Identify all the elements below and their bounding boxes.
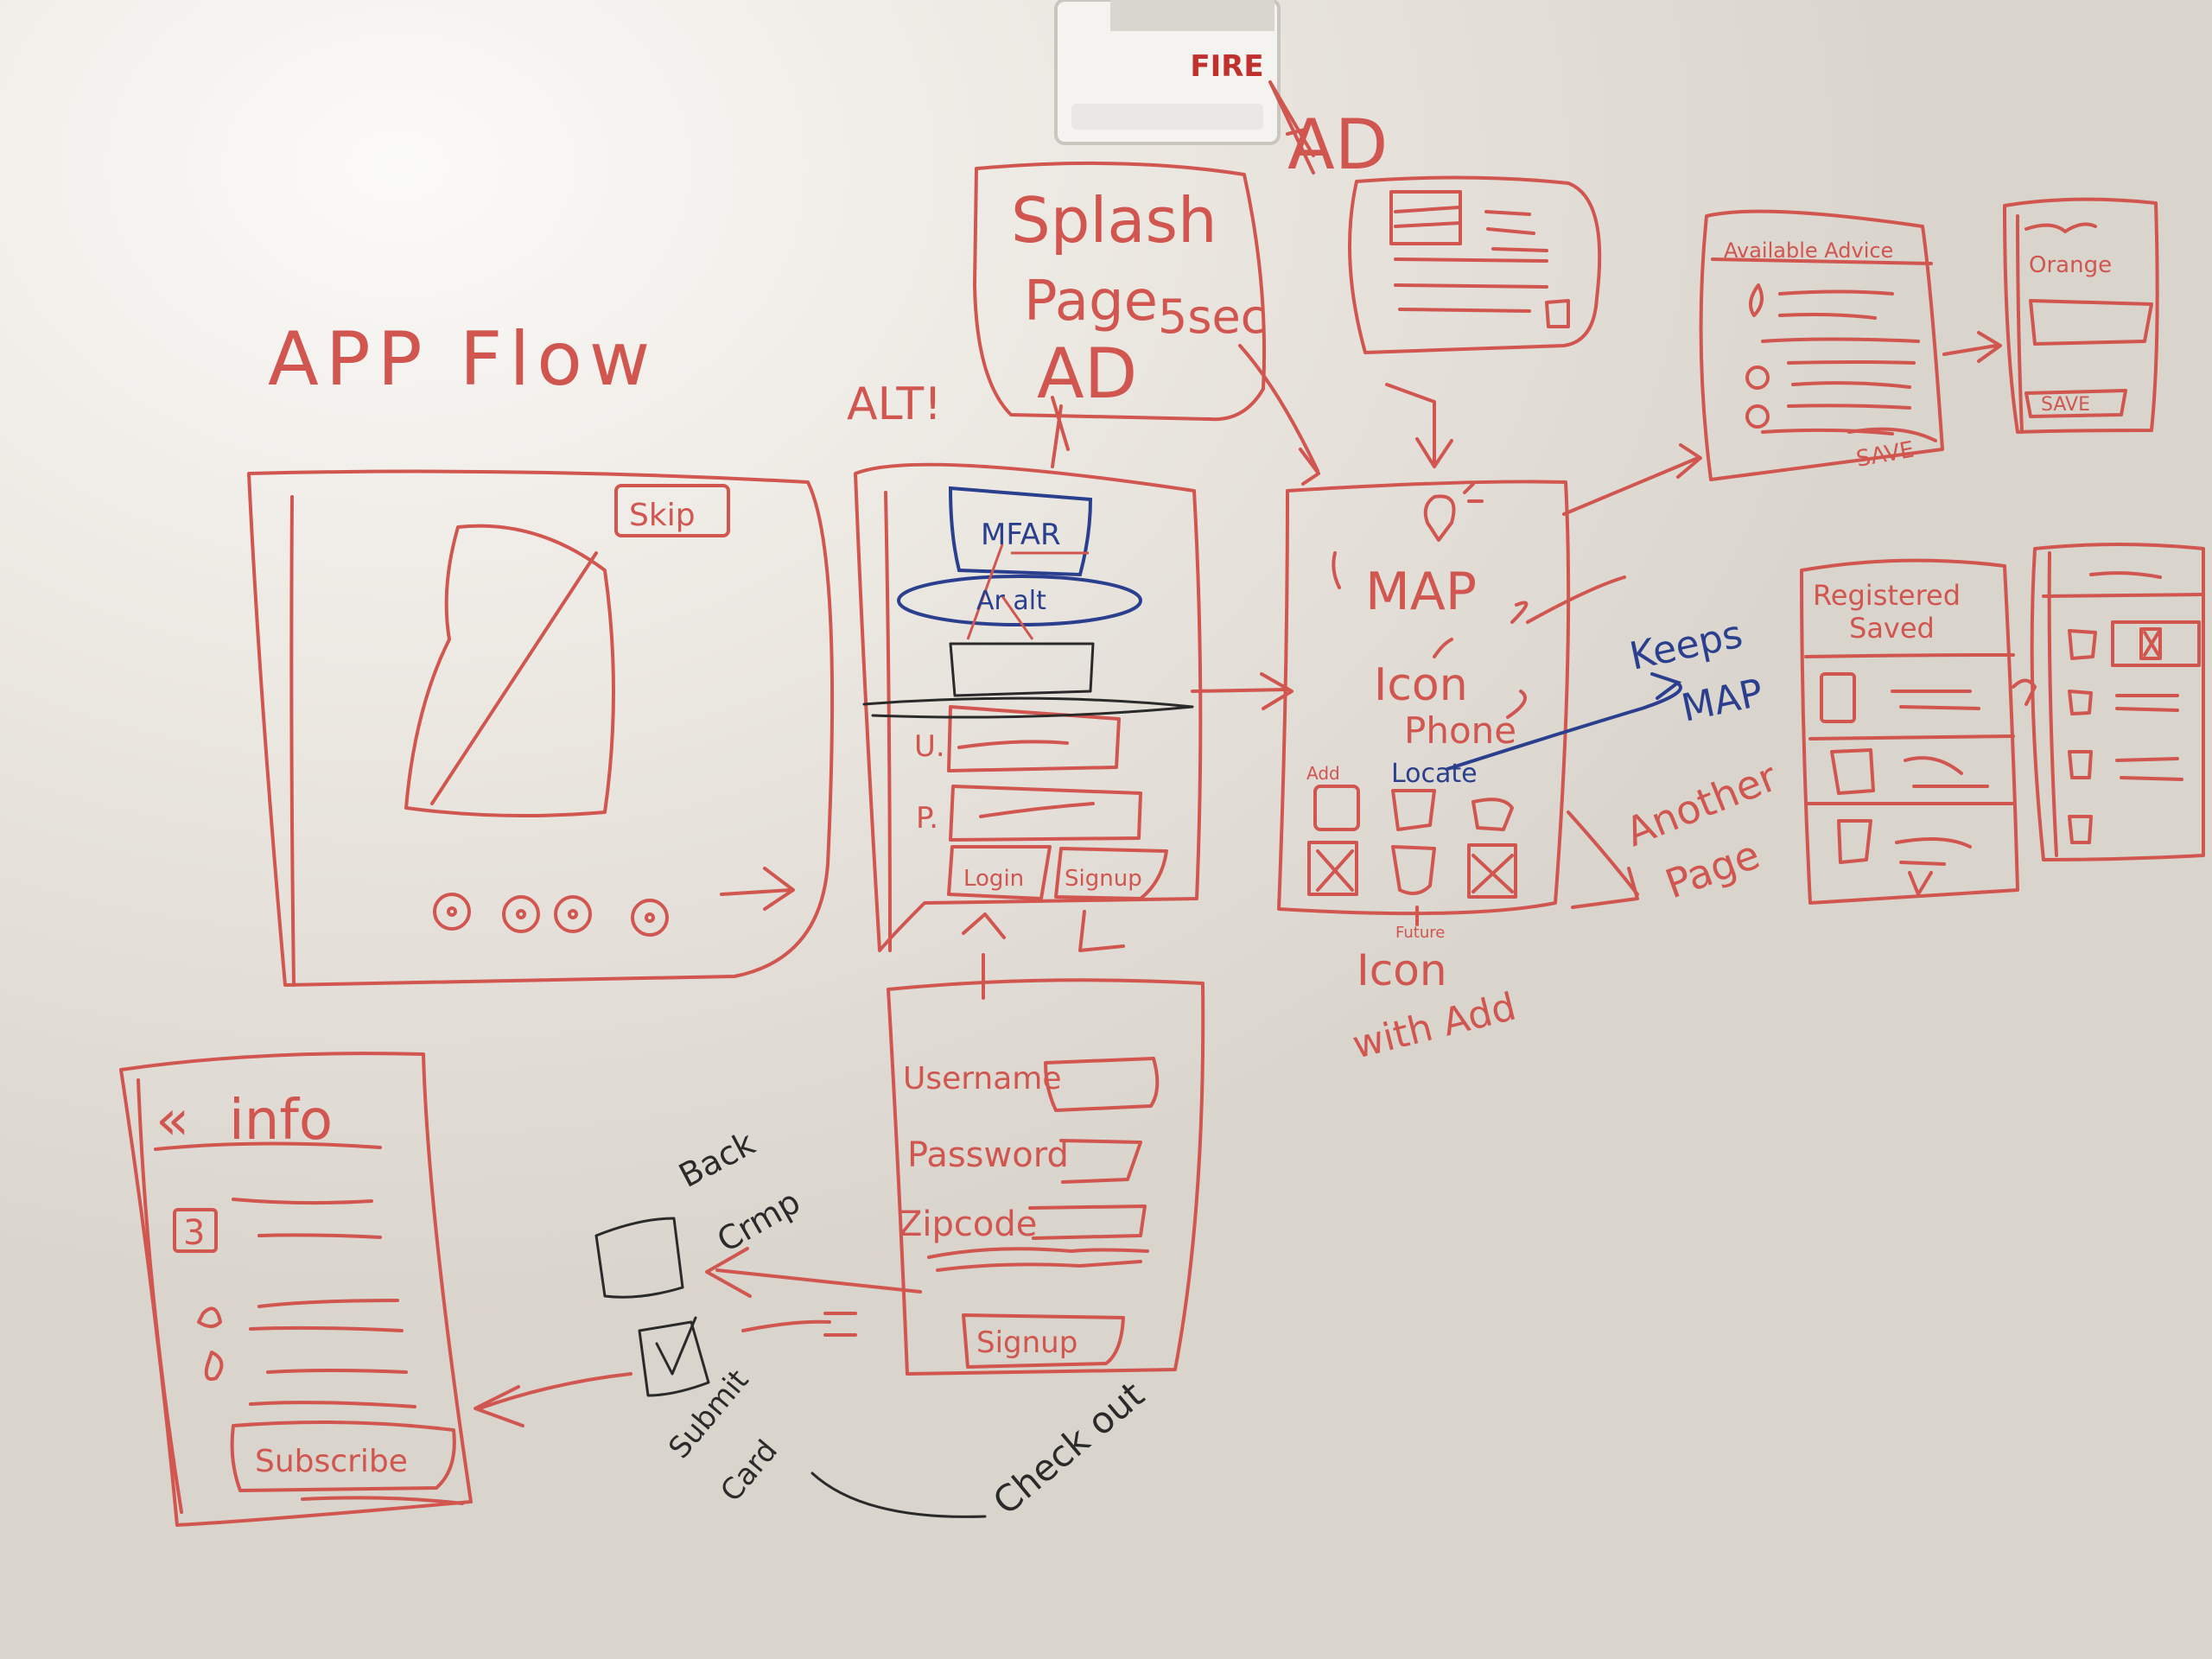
- registered-title-line2: Saved: [1849, 612, 1935, 645]
- signup-screen: [705, 978, 1205, 1376]
- right-arrow-icon: [1191, 672, 1294, 710]
- subscribe-button[interactable]: Subscribe: [255, 1444, 408, 1479]
- signup-submit-button[interactable]: Signup: [976, 1325, 1077, 1360]
- location-pin-icon: [1423, 494, 1456, 542]
- detail-save-button[interactable]: SAVE: [2041, 394, 2090, 416]
- next-arrow-icon: [720, 867, 795, 911]
- logo-text: MFAR: [981, 518, 1061, 552]
- alt-label: ALT!: [847, 378, 942, 430]
- info-title: info: [229, 1089, 333, 1153]
- locate-label: Locate: [1391, 759, 1478, 789]
- subscribe-button-outline: [230, 1421, 456, 1492]
- card-checkbox-icon[interactable]: [638, 1320, 710, 1397]
- right-arrow-icon: [1942, 331, 2002, 363]
- down-arrow-icon: [1078, 910, 1125, 952]
- signup-submit-outline: [962, 1313, 1125, 1369]
- card-back-icon: [594, 1217, 684, 1299]
- fire-alarm-label: FIRE: [1190, 49, 1263, 84]
- splash-page-text: Page: [1024, 270, 1158, 334]
- login-button-outline: [947, 845, 1052, 900]
- down-arrow-icon: [1238, 344, 1320, 486]
- available-title: Available Advice: [1724, 238, 1893, 263]
- map-phone-text: Phone: [1404, 709, 1516, 752]
- icon-add-line1: Icon: [1357, 945, 1447, 995]
- alert-text: Ar alt: [976, 586, 1046, 616]
- map-title: MAP: [1365, 562, 1477, 622]
- registered-title-line1: Registered: [1813, 579, 1961, 612]
- left-arrow-icon: [474, 1372, 632, 1427]
- splash-duration: 5sec: [1158, 289, 1266, 344]
- info-screen: [119, 1052, 632, 1527]
- checkout-connector: [810, 1471, 987, 1518]
- splash-ad-text: AD: [1037, 334, 1137, 414]
- fire-alarm: FIRE: [1054, 0, 1281, 145]
- login-button[interactable]: Login: [963, 866, 1024, 892]
- registered-screen: [1800, 558, 2037, 905]
- logo-connector: [966, 543, 1089, 640]
- ad-label: AD: [1287, 105, 1388, 185]
- back-chevron-icon[interactable]: «: [156, 1089, 189, 1153]
- available-screen: [1699, 209, 2002, 481]
- zipcode-label: Zipcode: [899, 1205, 1037, 1244]
- list-screen: [2030, 543, 2205, 861]
- keeps-map-arrow-icon: [1446, 672, 1682, 771]
- map-icon-text: Icon: [1374, 659, 1468, 711]
- future-label: Future: [1395, 924, 1445, 942]
- right-arrow-icon: [1562, 443, 1702, 516]
- username-label: Username: [903, 1061, 1062, 1096]
- add-label: Add: [1306, 763, 1340, 784]
- skip-button-outline: [614, 484, 730, 537]
- logo-underline: [862, 696, 1194, 719]
- login-signup-button[interactable]: Signup: [1065, 866, 1142, 892]
- detail-screen: [2003, 197, 2159, 434]
- check-icon: [655, 1316, 697, 1376]
- down-arrow-icon: [1385, 383, 1453, 468]
- login-p-label: P.: [916, 801, 938, 836]
- left-arrow-icon: [705, 1247, 922, 1298]
- up-arrow-icon: [1051, 396, 1070, 468]
- map-screen: [1277, 383, 1702, 926]
- login-u-label: U.: [914, 729, 945, 764]
- info-number: 3: [183, 1213, 205, 1253]
- splash-screen: [973, 161, 1320, 486]
- signup-button-outline: [1054, 847, 1168, 900]
- login-logo-area: [897, 486, 1682, 771]
- splash-title: Splash: [1011, 184, 1217, 257]
- logo-box: [949, 642, 1095, 697]
- right-arrow-icon: [2012, 678, 2037, 706]
- password-label: Password: [907, 1135, 1069, 1175]
- up-arrow-icon: [962, 912, 1006, 1000]
- page-title: APP Flow: [268, 316, 657, 403]
- ad-screen: [1268, 80, 1602, 354]
- detail-title: Orange: [2029, 252, 2112, 278]
- onboarding-screen: [247, 469, 835, 987]
- diagonal-arrow-icon: [1567, 810, 1639, 909]
- skip-button[interactable]: Skip: [629, 498, 696, 533]
